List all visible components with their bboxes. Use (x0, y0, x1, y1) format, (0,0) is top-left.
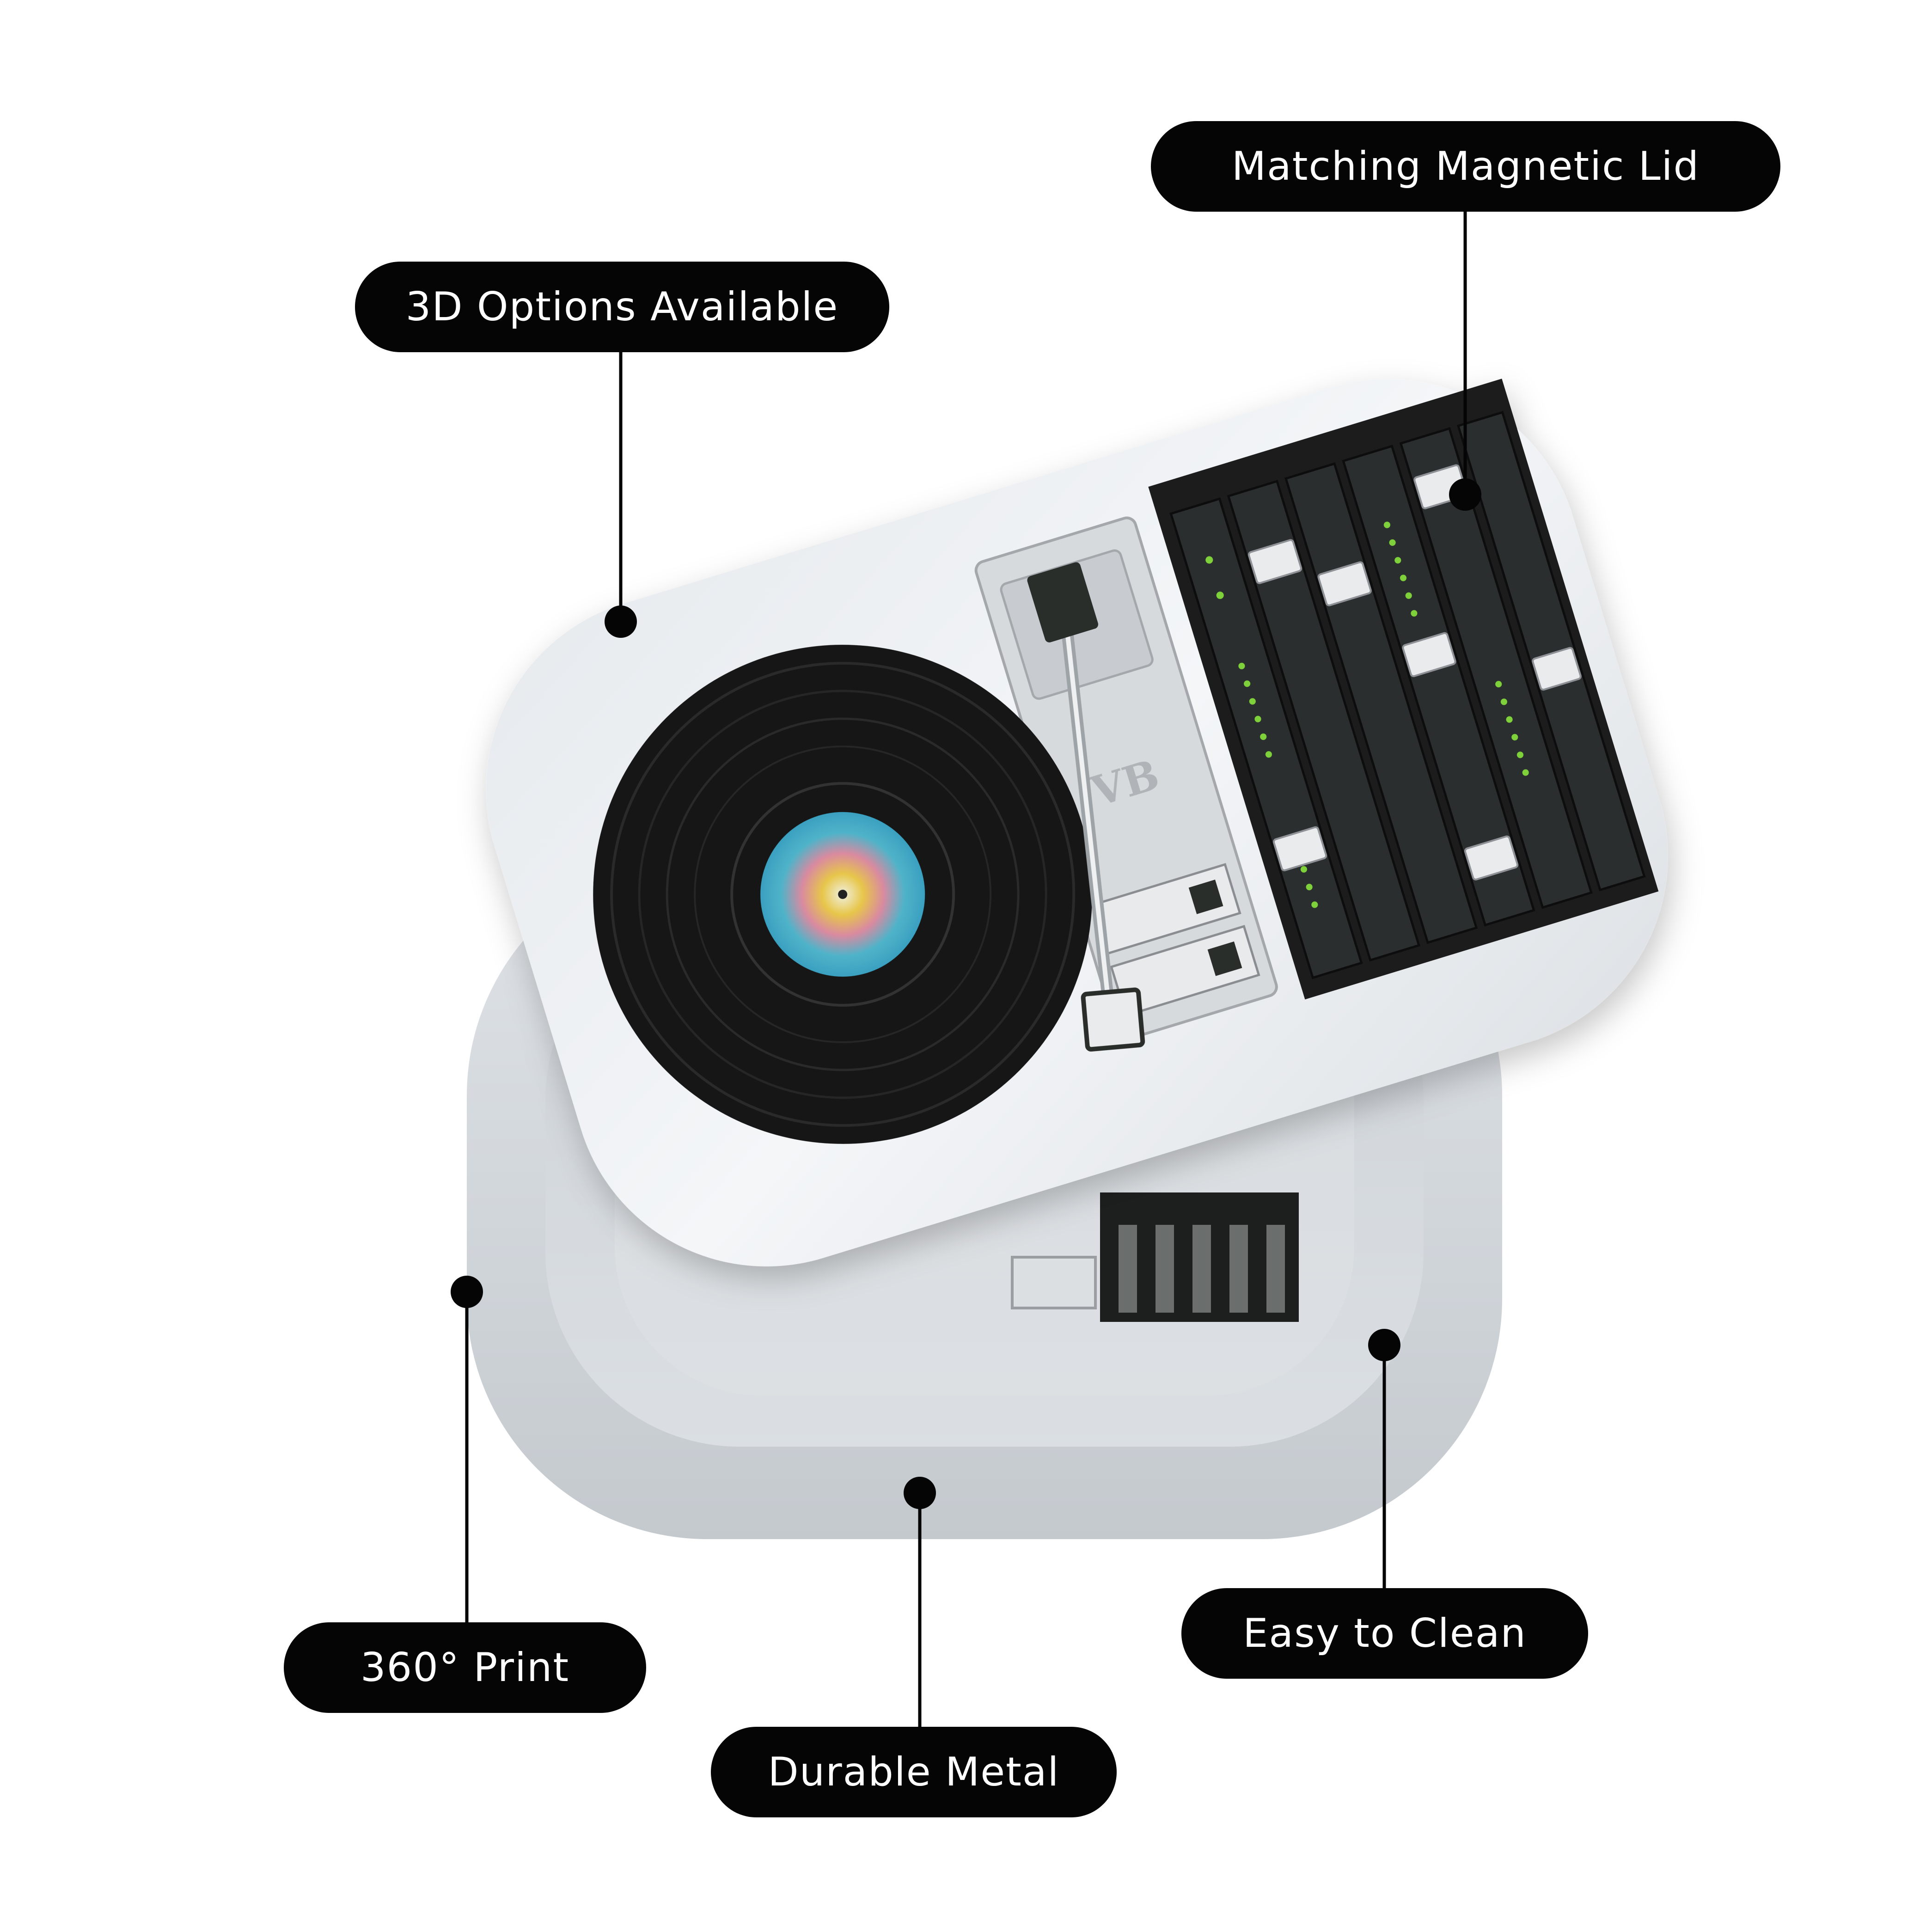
callout-durable-metal: Durable Metal (711, 1727, 1117, 1817)
callout-label: Durable Metal (768, 1749, 1060, 1795)
callout-label: Easy to Clean (1243, 1610, 1527, 1657)
callout-connectors (451, 212, 1481, 1727)
callout-easy-to-clean: Easy to Clean (1181, 1588, 1588, 1679)
callout-3d-options-available: 3D Options Available (355, 262, 889, 352)
fader-knobs (1247, 464, 1582, 880)
callout-360-print: 360° Print (284, 1622, 646, 1713)
callout-label: 360° Print (360, 1645, 570, 1691)
mixer-panel (1148, 379, 1659, 1000)
callout-matching-magnetic-lid: Matching Magnetic Lid (1151, 121, 1780, 212)
tin-inner-mixer (1011, 1192, 1299, 1322)
callout-label: 3D Options Available (405, 284, 839, 330)
callout-label: Matching Magnetic Lid (1231, 143, 1700, 190)
vinyl-record (593, 644, 1093, 1144)
level-leds (1205, 521, 1529, 908)
tonearm (1027, 562, 1145, 1052)
magnetic-lid: VB (486, 379, 1668, 1266)
